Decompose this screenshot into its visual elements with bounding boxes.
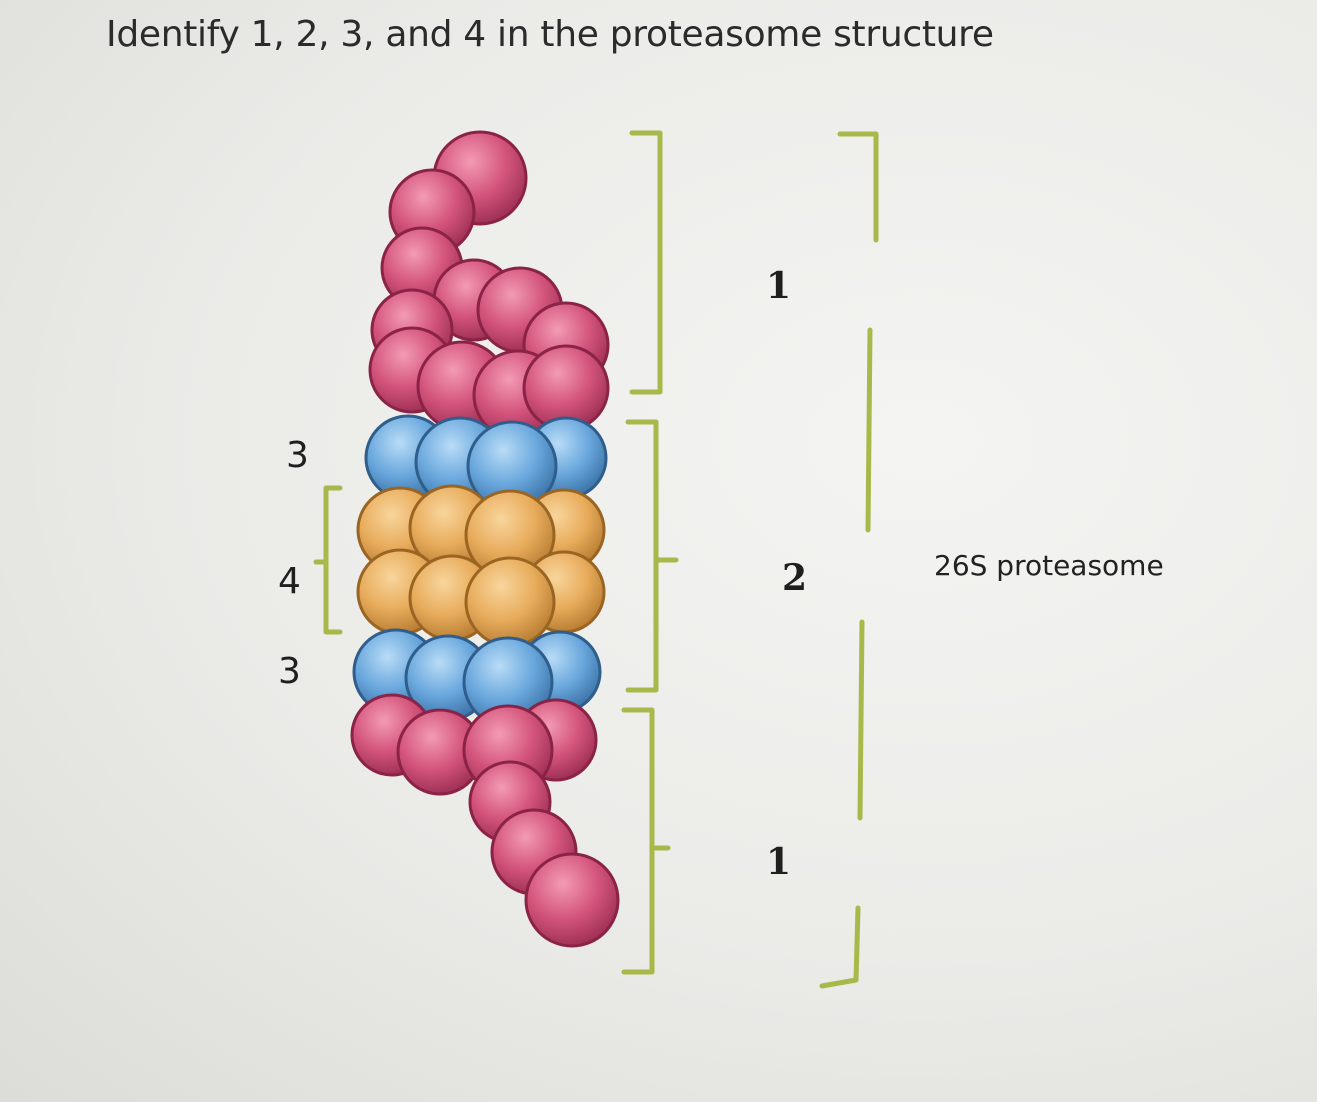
bracket-core-particle <box>625 419 679 693</box>
bracket-26s-top <box>837 131 879 243</box>
bracket-label-4 <box>313 485 343 635</box>
pink-regulatory-cap-bottom <box>350 693 620 948</box>
bracket-26s-middle-upper <box>865 327 873 533</box>
brackets <box>313 130 879 989</box>
bracket-regulatory-bottom <box>621 707 671 975</box>
label-1-bottom: 1 <box>766 841 792 883</box>
label-3-bottom: 3 <box>278 651 301 692</box>
label-4: 4 <box>278 561 301 602</box>
beta-rings <box>356 484 606 648</box>
bracket-regulatory-top <box>629 130 663 395</box>
alpha-ring-bottom <box>352 628 602 728</box>
pink-regulatory-cap-top <box>368 130 610 441</box>
question-title: Identify 1, 2, 3, and 4 in the proteasom… <box>106 14 994 55</box>
bracket-26s-bottom <box>819 905 861 989</box>
label-26s-proteasome: 26S proteasome <box>934 549 1164 582</box>
bracket-26s-middle-lower <box>857 619 865 821</box>
label-3-top: 3 <box>286 435 309 476</box>
label-2: 2 <box>782 557 808 599</box>
label-1-top: 1 <box>766 265 792 307</box>
